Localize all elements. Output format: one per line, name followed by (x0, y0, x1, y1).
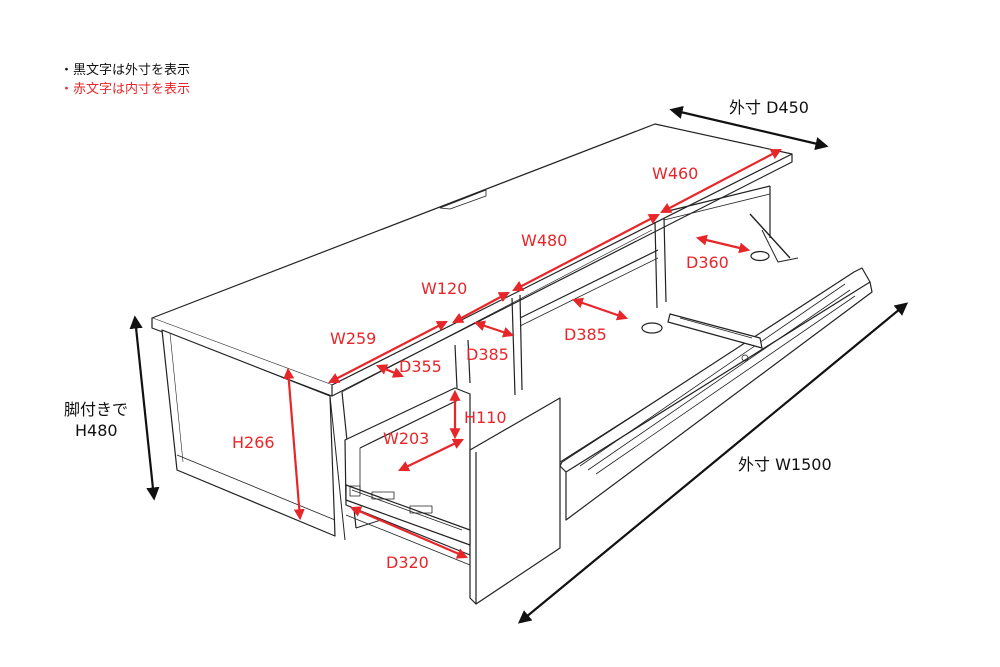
label-outer-width: 外寸 W1500 (738, 455, 832, 474)
d385-right-arrow (571, 297, 629, 321)
h266-arrow (283, 367, 305, 521)
divider-left (454, 344, 458, 389)
drawer-front (469, 397, 561, 605)
label-w259: W259 (330, 329, 376, 348)
cabinet-drawing (151, 123, 873, 605)
legend-outer-note: ・黒文字は外寸を表示 (60, 63, 191, 78)
label-d355: D355 (399, 357, 442, 376)
w480-arrow (512, 213, 660, 292)
height-arrow (129, 315, 160, 501)
d385-left-arrow (473, 320, 515, 338)
divider-right (654, 221, 658, 309)
d320-arrow (349, 506, 469, 559)
legend-inner-note: ・赤文字は内寸を表示 (60, 82, 191, 97)
w259-arrow (328, 320, 448, 384)
d355-arrow (375, 364, 405, 378)
inner-dimensions (283, 148, 782, 559)
d360-arrow (695, 234, 751, 254)
label-h266: H266 (232, 433, 275, 452)
divider-mid (511, 297, 516, 396)
w203-arrow (398, 438, 464, 472)
outer-labels: 外寸 D450 外寸 W1500 脚付きで H480 (64, 98, 832, 474)
label-d360: D360 (686, 253, 729, 272)
outer-dimensions (129, 105, 909, 624)
width-arrow (517, 302, 909, 624)
label-d385-left: D385 (466, 345, 509, 364)
label-w120: W120 (421, 279, 467, 298)
label-d320: D320 (386, 553, 429, 572)
label-height-line1: 脚付きで (64, 400, 128, 419)
legend: ・黒文字は外寸を表示 ・赤文字は内寸を表示 (60, 61, 190, 99)
label-height-line2: H480 (75, 421, 118, 440)
w120-arrow (452, 291, 510, 324)
label-d385-right: D385 (564, 325, 607, 344)
label-h110: H110 (464, 408, 507, 427)
w460-arrow (660, 148, 782, 214)
label-w480: W480 (521, 231, 567, 250)
label-w460: W460 (652, 164, 698, 183)
inner-labels: W460 W480 W120 W259 D360 D385 D385 D355 … (232, 164, 729, 572)
label-w203: W203 (383, 429, 429, 448)
depth-arrow (669, 105, 829, 151)
label-outer-depth: 外寸 D450 (729, 98, 809, 117)
